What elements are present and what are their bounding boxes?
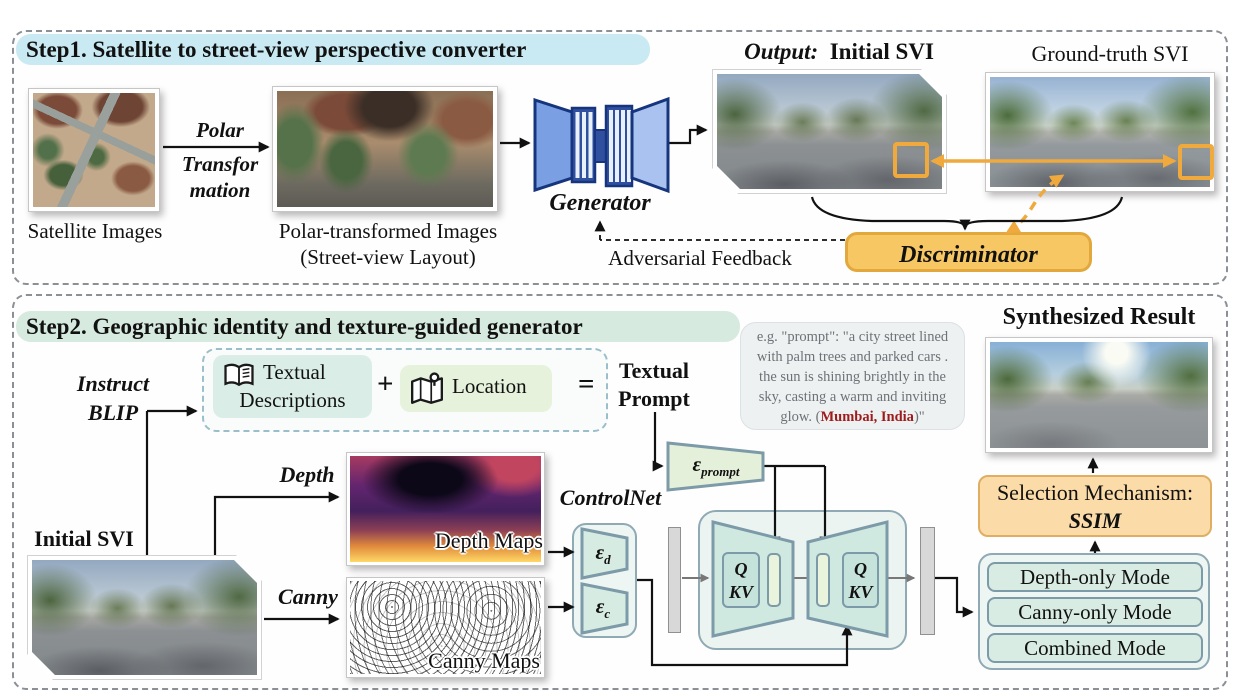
generator-label: Generator xyxy=(549,190,651,216)
depth-only-mode-box: Depth-only Mode xyxy=(987,562,1203,592)
polar-transformation-label-1: Polar xyxy=(196,118,244,142)
textual-desc-line1: Textual xyxy=(263,360,326,384)
latent-bar-left xyxy=(668,527,681,633)
initial-svi-photo-2 xyxy=(32,560,257,675)
output-prefix: Output: xyxy=(744,39,819,64)
initial-svi-label-step2: Initial SVI xyxy=(34,526,134,551)
controlnet-label: ControlNet xyxy=(559,485,662,510)
depth-map-photo xyxy=(350,456,541,562)
canny-map-photo xyxy=(350,581,541,674)
prompt-line: the sun is shining brightly in the xyxy=(759,369,946,385)
ground-truth-svi-image xyxy=(985,72,1215,192)
instruct-line: Instruct xyxy=(76,371,150,396)
ground-truth-svi-label: Ground-truth SVI xyxy=(1031,41,1189,66)
prompt-line: sky, casting a warm and inviting xyxy=(758,389,947,405)
satellite-images-label: Satellite Images xyxy=(27,219,163,243)
prompt-line: e.g. "prompt": "a city street lined xyxy=(756,329,949,345)
textual-prompt-line1: Textual xyxy=(618,358,690,383)
satellite-photo xyxy=(33,93,155,207)
satellite-image xyxy=(28,88,160,212)
polar-photo xyxy=(277,91,493,207)
cross-attn-bar-right xyxy=(816,553,830,607)
depth-label: Depth xyxy=(279,462,335,487)
selection-mechanism-box: Selection Mechanism: SSIM xyxy=(978,475,1212,537)
street-view-layout-label: (Street-view Layout) xyxy=(300,245,476,269)
location-highlight: Mumbai, India xyxy=(820,409,914,425)
map-location-icon xyxy=(409,371,445,407)
location-chip: Location xyxy=(400,365,552,412)
canny-maps-image xyxy=(346,577,545,678)
initial-svi-image-step2 xyxy=(27,555,262,680)
synthesized-result-label: Synthesized Result xyxy=(1002,304,1196,330)
equals-sign: = xyxy=(578,368,595,400)
canny-maps-label: Canny Maps xyxy=(428,648,540,673)
blip-line: BLIP xyxy=(87,400,139,425)
polar-transformed-label: Polar-transformed Images xyxy=(278,219,498,243)
initial-svi-title: Initial SVI xyxy=(829,39,934,64)
synthesized-photo xyxy=(990,342,1208,448)
prompt-line-location: glow. (Mumbai, India)" xyxy=(780,409,925,425)
depth-maps-label: Depth Maps xyxy=(434,528,543,553)
discriminator-box: Discriminator xyxy=(845,232,1092,272)
plus-sign: + xyxy=(377,368,394,400)
location-label: Location xyxy=(452,374,527,398)
prompt-line: with palm trees and parked cars . xyxy=(756,349,949,365)
textual-descriptions-chip: Textual Descriptions xyxy=(213,355,372,418)
depth-maps-image xyxy=(346,452,545,566)
prompt-example-box: e.g. "prompt": "a city street lined with… xyxy=(740,322,965,430)
canny-label: Canny xyxy=(278,584,338,609)
selection-mechanism-label: Selection Mechanism: xyxy=(996,480,1194,505)
initial-svi-photo xyxy=(717,74,942,189)
step1-title: Step1. Satellite to street-view perspect… xyxy=(16,34,650,65)
epsilon-c-label: εc xyxy=(595,594,611,622)
textual-prompt-line2: Prompt xyxy=(618,386,690,411)
synthesized-result-image xyxy=(985,337,1213,453)
initial-svi-image-step1 xyxy=(712,69,947,194)
step2-title: Step2. Geographic identity and texture-g… xyxy=(16,311,740,342)
adversarial-feedback-label: Adversarial Feedback xyxy=(608,246,792,270)
latent-bar-right xyxy=(920,527,935,635)
polar-transformation-label-3: mation xyxy=(189,178,251,202)
canny-only-mode-box: Canny-only Mode xyxy=(987,597,1203,627)
instruct-blip-label: Instruct BLIP xyxy=(58,369,168,427)
output-initial-svi-label: Output: Initial SVI xyxy=(724,39,954,65)
epsilon-d-label: εd xyxy=(595,540,611,568)
polar-transformed-image xyxy=(272,86,498,212)
combined-mode-box: Combined Mode xyxy=(987,633,1203,663)
textual-desc-line2: Descriptions xyxy=(239,388,346,412)
epsilon-prompt-label: εprompt xyxy=(692,452,740,480)
polar-transformation-label-2: Transfor xyxy=(181,152,259,176)
book-icon xyxy=(222,362,256,390)
cross-attn-bar-left xyxy=(767,553,781,607)
ground-truth-photo xyxy=(990,77,1210,187)
textual-prompt-label: Textual Prompt xyxy=(608,357,700,413)
ssim-label: SSIM xyxy=(1068,508,1122,533)
